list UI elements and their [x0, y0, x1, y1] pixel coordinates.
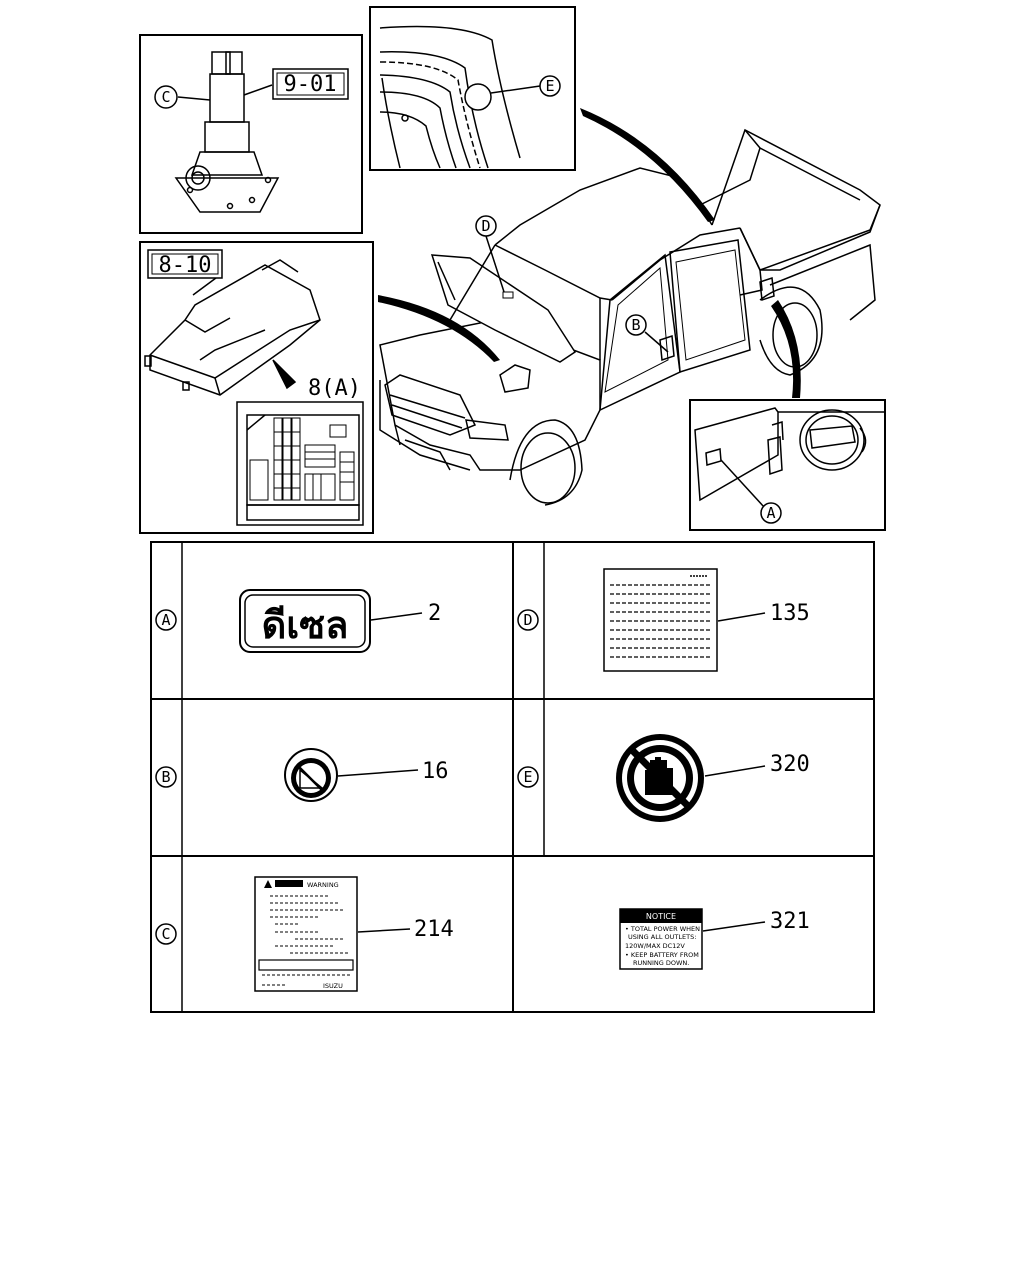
row-letter-c-text: C	[161, 925, 170, 943]
row-letter-b: B	[155, 766, 177, 788]
part-number-135: 135	[770, 601, 810, 626]
fuseplate-ref-label: 8(A)	[308, 376, 361, 401]
row-letter-d: D	[517, 609, 539, 631]
row-letter-c: C	[155, 923, 177, 945]
label-part-2: ดีเซล	[239, 589, 423, 653]
jack-inset	[139, 34, 363, 234]
part-number-214: 214	[414, 917, 454, 942]
notice-label-line-3: 120W/MAX DC12V	[625, 942, 685, 950]
part-number-2: 2	[428, 601, 441, 626]
fuel-door-inset	[689, 399, 886, 531]
row-letter-e: E	[517, 766, 539, 788]
callout-c-top: C	[154, 85, 178, 109]
callout-c-letter: C	[161, 88, 170, 106]
notice-label-line-2: USING ALL OUTLETS:	[628, 933, 696, 941]
part-number-321: 321	[770, 909, 810, 934]
row-letter-d-text: D	[523, 611, 532, 629]
ref-8-10: 8-10	[147, 249, 223, 279]
callout-b-letter: B	[631, 316, 640, 334]
e-inset	[369, 6, 576, 171]
callout-e-top: E	[539, 75, 561, 97]
warning-label-title: WARNING	[307, 881, 339, 889]
ref-9-01: 9-01	[272, 68, 349, 100]
label-part-214: WARNING ISUZU	[254, 876, 411, 992]
notice-label-line-4: • KEEP BATTERY FROM	[625, 951, 699, 959]
label-part-320	[616, 734, 766, 822]
row-letter-a-text: A	[161, 611, 170, 629]
label-part-16	[284, 748, 419, 802]
callout-d-top: D	[475, 215, 514, 299]
part-number-16: 16	[422, 759, 449, 784]
row-letter-a: A	[155, 609, 177, 631]
row-letter-b-text: B	[161, 768, 170, 786]
jack-ref-label: 9-01	[284, 72, 337, 97]
callout-d-letter: D	[481, 217, 490, 235]
callout-a-top: A	[760, 502, 782, 524]
diesel-label-text: ดีเซล	[262, 603, 349, 647]
parts-table	[150, 541, 875, 1013]
notice-label-line-1: • TOTAL POWER WHEN	[625, 925, 700, 933]
notice-label-line-5: RUNNING DOWN.	[633, 959, 689, 967]
part-number-320: 320	[770, 752, 810, 777]
leader-wedges	[378, 108, 801, 398]
row-letter-e-text: E	[523, 768, 532, 786]
label-part-321: NOTICE • TOTAL POWER WHEN USING ALL OUTL…	[619, 908, 766, 970]
label-part-135	[603, 568, 766, 672]
fuse-plate-grid	[249, 417, 355, 501]
fusebox-ref-label: 8-10	[159, 253, 212, 278]
notice-label-header: NOTICE	[646, 912, 676, 921]
callout-e-letter: E	[545, 77, 554, 95]
pickup-truck-illustration	[379, 128, 881, 506]
warning-label-brand: ISUZU	[323, 982, 343, 990]
callout-a-letter: A	[766, 504, 775, 522]
callout-b-top: B	[625, 314, 669, 353]
